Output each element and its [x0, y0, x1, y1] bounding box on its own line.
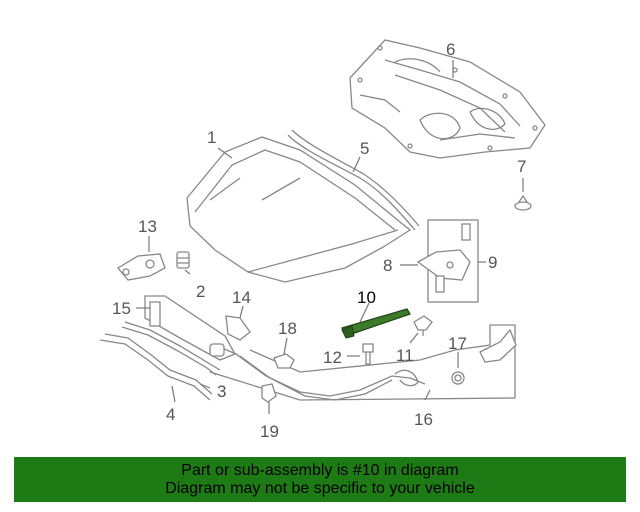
hood-panel: [186, 136, 412, 283]
notice-line-1: Part or sub-assembly is #10 in diagram: [181, 461, 459, 479]
release-cable: [209, 324, 516, 401]
hood-lock-bracket: [144, 295, 251, 361]
hood-insulator-pad: [349, 39, 546, 159]
callout-5: 5: [360, 139, 369, 158]
hood-bumper-stop: [176, 251, 190, 269]
callout-18: 18: [278, 319, 297, 338]
hood-support-rod: [341, 308, 411, 339]
retainer-clip: [261, 383, 277, 403]
support-rod-holder: [413, 315, 433, 336]
cable-clip: [273, 353, 295, 369]
callout-4: 4: [166, 405, 175, 424]
hood-hinge: [416, 219, 479, 303]
callout-8: 8: [383, 256, 392, 275]
callout-2: 2: [196, 282, 205, 301]
callout-19: 19: [260, 422, 279, 441]
callout-17: 17: [448, 334, 467, 353]
callout-3: 3: [217, 382, 226, 401]
hood-latch: [117, 253, 166, 281]
callout-9: 9: [488, 253, 497, 272]
callout-10: 10: [357, 288, 376, 307]
hood-weatherstrip: [287, 134, 416, 231]
callout-15: 15: [112, 299, 131, 318]
callout-16: 16: [414, 410, 433, 429]
grommet: [479, 328, 517, 363]
callout-7: 7: [517, 157, 526, 176]
bolt: [362, 343, 374, 365]
notice-banner: Part or sub-assembly is #10 in diagram D…: [14, 457, 626, 502]
parts-diagram: 1 2 3 4 5 6 7 8 9 10 11 12 13 14 15 16 1…: [99, 39, 546, 441]
callout-11: 11: [396, 346, 414, 365]
callout-1: 1: [207, 128, 216, 147]
hood-seals: [99, 321, 221, 401]
callout-labels: 1 2 3 4 5 6 7 8 9 10 11 12 13 14 15 16 1…: [112, 40, 526, 441]
callout-12: 12: [323, 348, 342, 367]
notice-line-2: Diagram may not be specific to your vehi…: [165, 479, 475, 497]
insulator-clip: [514, 194, 532, 211]
callout-14: 14: [232, 288, 251, 307]
leader-lines: [136, 60, 524, 414]
callout-13: 13: [138, 217, 157, 236]
callout-6: 6: [446, 40, 455, 59]
